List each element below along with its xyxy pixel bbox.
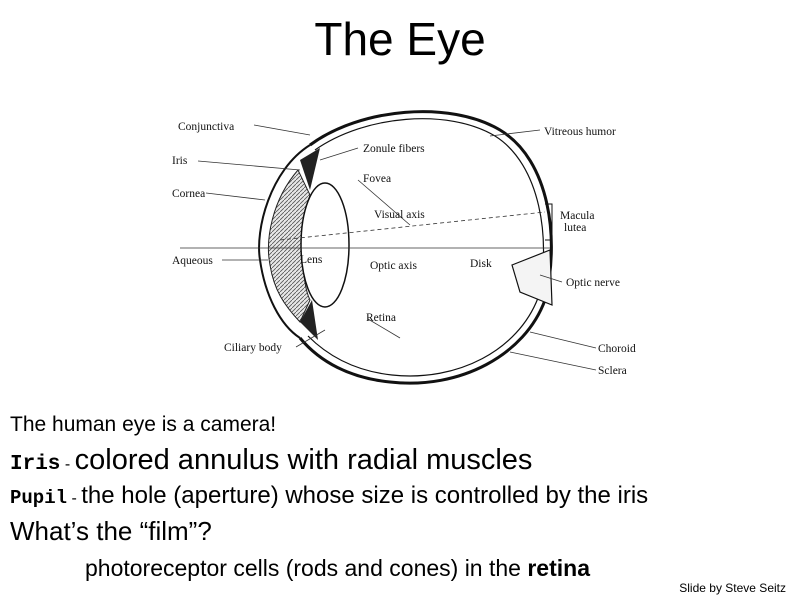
label-retina: Retina — [366, 312, 396, 324]
optic-nerve-shape — [511, 249, 553, 306]
pupil-description: the hole (aperture) whose size is contro… — [81, 482, 649, 509]
iris-shape — [300, 148, 320, 190]
iris-description: colored annulus with radial muscles — [74, 444, 533, 476]
answer-retina: retina — [527, 555, 590, 581]
label-lutea: lutea — [564, 222, 586, 234]
answer-text: photoreceptor cells (rods and cones) in … — [85, 555, 528, 581]
film-answer: photoreceptor cells (rods and cones) in … — [85, 555, 590, 582]
label-optic-axis: Optic axis — [370, 260, 417, 272]
label-vitreous-humor: Vitreous humor — [544, 126, 616, 138]
iris-definition: Iris - colored annulus with radial muscl… — [10, 444, 532, 477]
label-optic-nerve: Optic nerve — [566, 277, 620, 289]
label-lens: Lens — [300, 254, 323, 266]
leader-lines — [197, 124, 597, 371]
label-sclera: Sclera — [598, 365, 627, 377]
iris-separator: - — [60, 456, 75, 473]
pupil-term: Pupil — [10, 487, 68, 509]
label-visual-axis: Visual axis — [374, 209, 425, 221]
iris-term: Iris — [10, 453, 61, 476]
label-choroid: Choroid — [598, 343, 636, 355]
label-macula: Macula — [560, 210, 594, 222]
visual-axis-line — [279, 211, 546, 241]
label-zonule-fibers: Zonule fibers — [363, 143, 425, 155]
film-question: What’s the “film”? — [10, 516, 212, 546]
pupil-definition: Pupil - the hole (aperture) whose size i… — [10, 482, 648, 510]
label-conjunctiva: Conjunctiva — [178, 121, 234, 133]
slide-credit: Slide by Steve Seitz — [679, 581, 786, 595]
label-iris: Iris — [172, 155, 188, 167]
label-cornea: Cornea — [172, 188, 205, 200]
label-ciliary-body: Ciliary body — [224, 342, 282, 354]
macula-bracket — [545, 203, 553, 241]
slide-title: The Eye — [314, 13, 486, 65]
label-aqueous: Aqueous — [172, 255, 213, 267]
lens-shape — [300, 182, 350, 308]
label-fovea: Fovea — [363, 173, 391, 185]
intro-text: The human eye is a camera! — [10, 413, 277, 436]
iris-shape-lower — [300, 300, 318, 340]
pupil-separator: - — [67, 490, 82, 507]
eye-anatomy-diagram: Conjunctiva Iris Cornea Aqueous Ciliary … — [172, 110, 636, 385]
label-disk: Disk — [470, 258, 492, 270]
